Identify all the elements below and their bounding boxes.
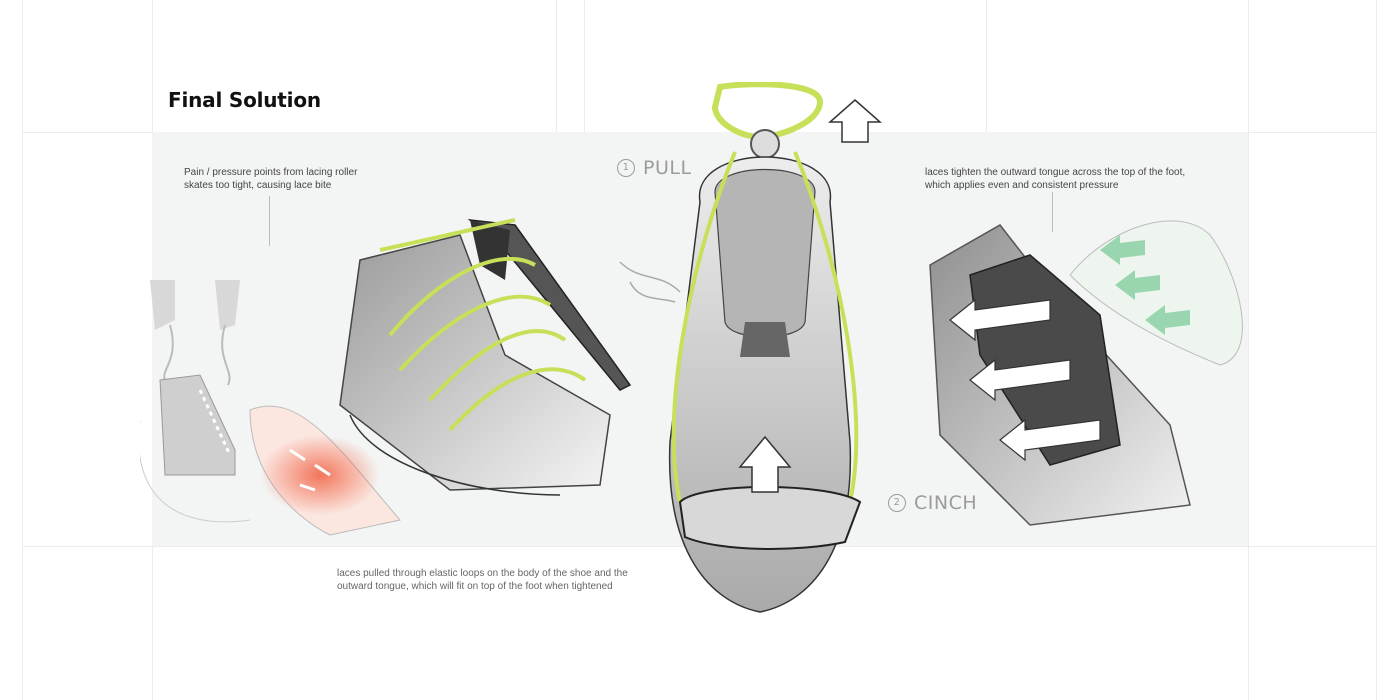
- annotation-laces-tighten: laces tighten the outward tongue across …: [925, 166, 1195, 192]
- top-shoe-sketch: [600, 82, 890, 632]
- grid-line: [986, 0, 987, 132]
- grid-line: [22, 0, 23, 700]
- side-shoe-sketch: [330, 205, 640, 505]
- pull-tab: [715, 84, 820, 137]
- grid-line: [1376, 0, 1377, 700]
- grid-line: [584, 0, 585, 132]
- page-title: Final Solution: [168, 88, 321, 112]
- step-number: 2: [888, 494, 906, 512]
- annotation-laces-pulled: laces pulled through elastic loops on th…: [337, 567, 637, 593]
- annotation-pain-points: Pain / pressure points from lacing rolle…: [184, 166, 374, 192]
- leader-line: [269, 196, 270, 246]
- grid-line: [556, 0, 557, 132]
- tightened-shoe-sketch: [920, 205, 1250, 545]
- arrow-up-icon: [830, 100, 880, 142]
